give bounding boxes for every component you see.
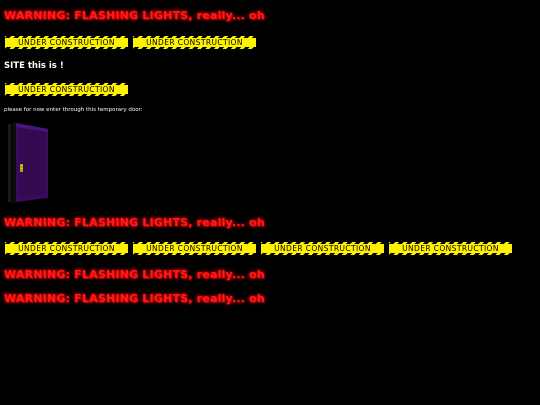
under-construction-row: UNDER CONSTRUCTION [4,82,129,97]
hazard-stripe [133,242,256,244]
hazard-stripe [133,36,256,38]
under-construction-banner: UNDER CONSTRUCTION [260,241,385,256]
hazard-stripe [5,36,128,38]
hazard-stripe [389,253,512,255]
hazard-stripe [133,47,256,49]
site-title: SITE this is ! [4,61,64,71]
hazard-stripe [389,242,512,244]
temporary-door-link[interactable] [8,122,50,204]
under-construction-label: UNDER CONSTRUCTION [18,38,115,47]
under-construction-label: UNDER CONSTRUCTION [146,244,243,253]
under-construction-banner: UNDER CONSTRUCTION [132,241,257,256]
under-construction-banner: UNDER CONSTRUCTION [388,241,513,256]
under-construction-banner: UNDER CONSTRUCTION [4,82,129,97]
under-construction-row: UNDER CONSTRUCTION UNDER CONSTRUCTION [4,35,257,50]
flashing-lights-warning: WARNING: FLASHING LIGHTS, really... oh [4,216,265,229]
under-construction-label: UNDER CONSTRUCTION [18,85,115,94]
hazard-stripe [133,253,256,255]
flashing-lights-warning: WARNING: FLASHING LIGHTS, really... oh [4,9,265,22]
under-construction-banner: UNDER CONSTRUCTION [4,35,129,50]
hazard-stripe [5,47,128,49]
hazard-stripe [5,253,128,255]
hazard-stripe [5,83,128,85]
hazard-stripe [5,242,128,244]
under-construction-label: UNDER CONSTRUCTION [146,38,243,47]
under-construction-banner: UNDER CONSTRUCTION [132,35,257,50]
under-construction-row: UNDER CONSTRUCTION UNDER CONSTRUCTION UN… [4,241,513,256]
door-icon [8,122,48,204]
hazard-stripe [261,253,384,255]
flashing-lights-warning: WARNING: FLASHING LIGHTS, really... oh [4,292,265,305]
flashing-lights-warning: WARNING: FLASHING LIGHTS, really... oh [4,268,265,281]
hazard-stripe [5,94,128,96]
under-construction-banner: UNDER CONSTRUCTION [4,241,129,256]
under-construction-label: UNDER CONSTRUCTION [18,244,115,253]
under-construction-label: UNDER CONSTRUCTION [402,244,499,253]
door-instruction: please for now enter through this tempor… [4,107,143,113]
hazard-stripe [261,242,384,244]
under-construction-label: UNDER CONSTRUCTION [274,244,371,253]
